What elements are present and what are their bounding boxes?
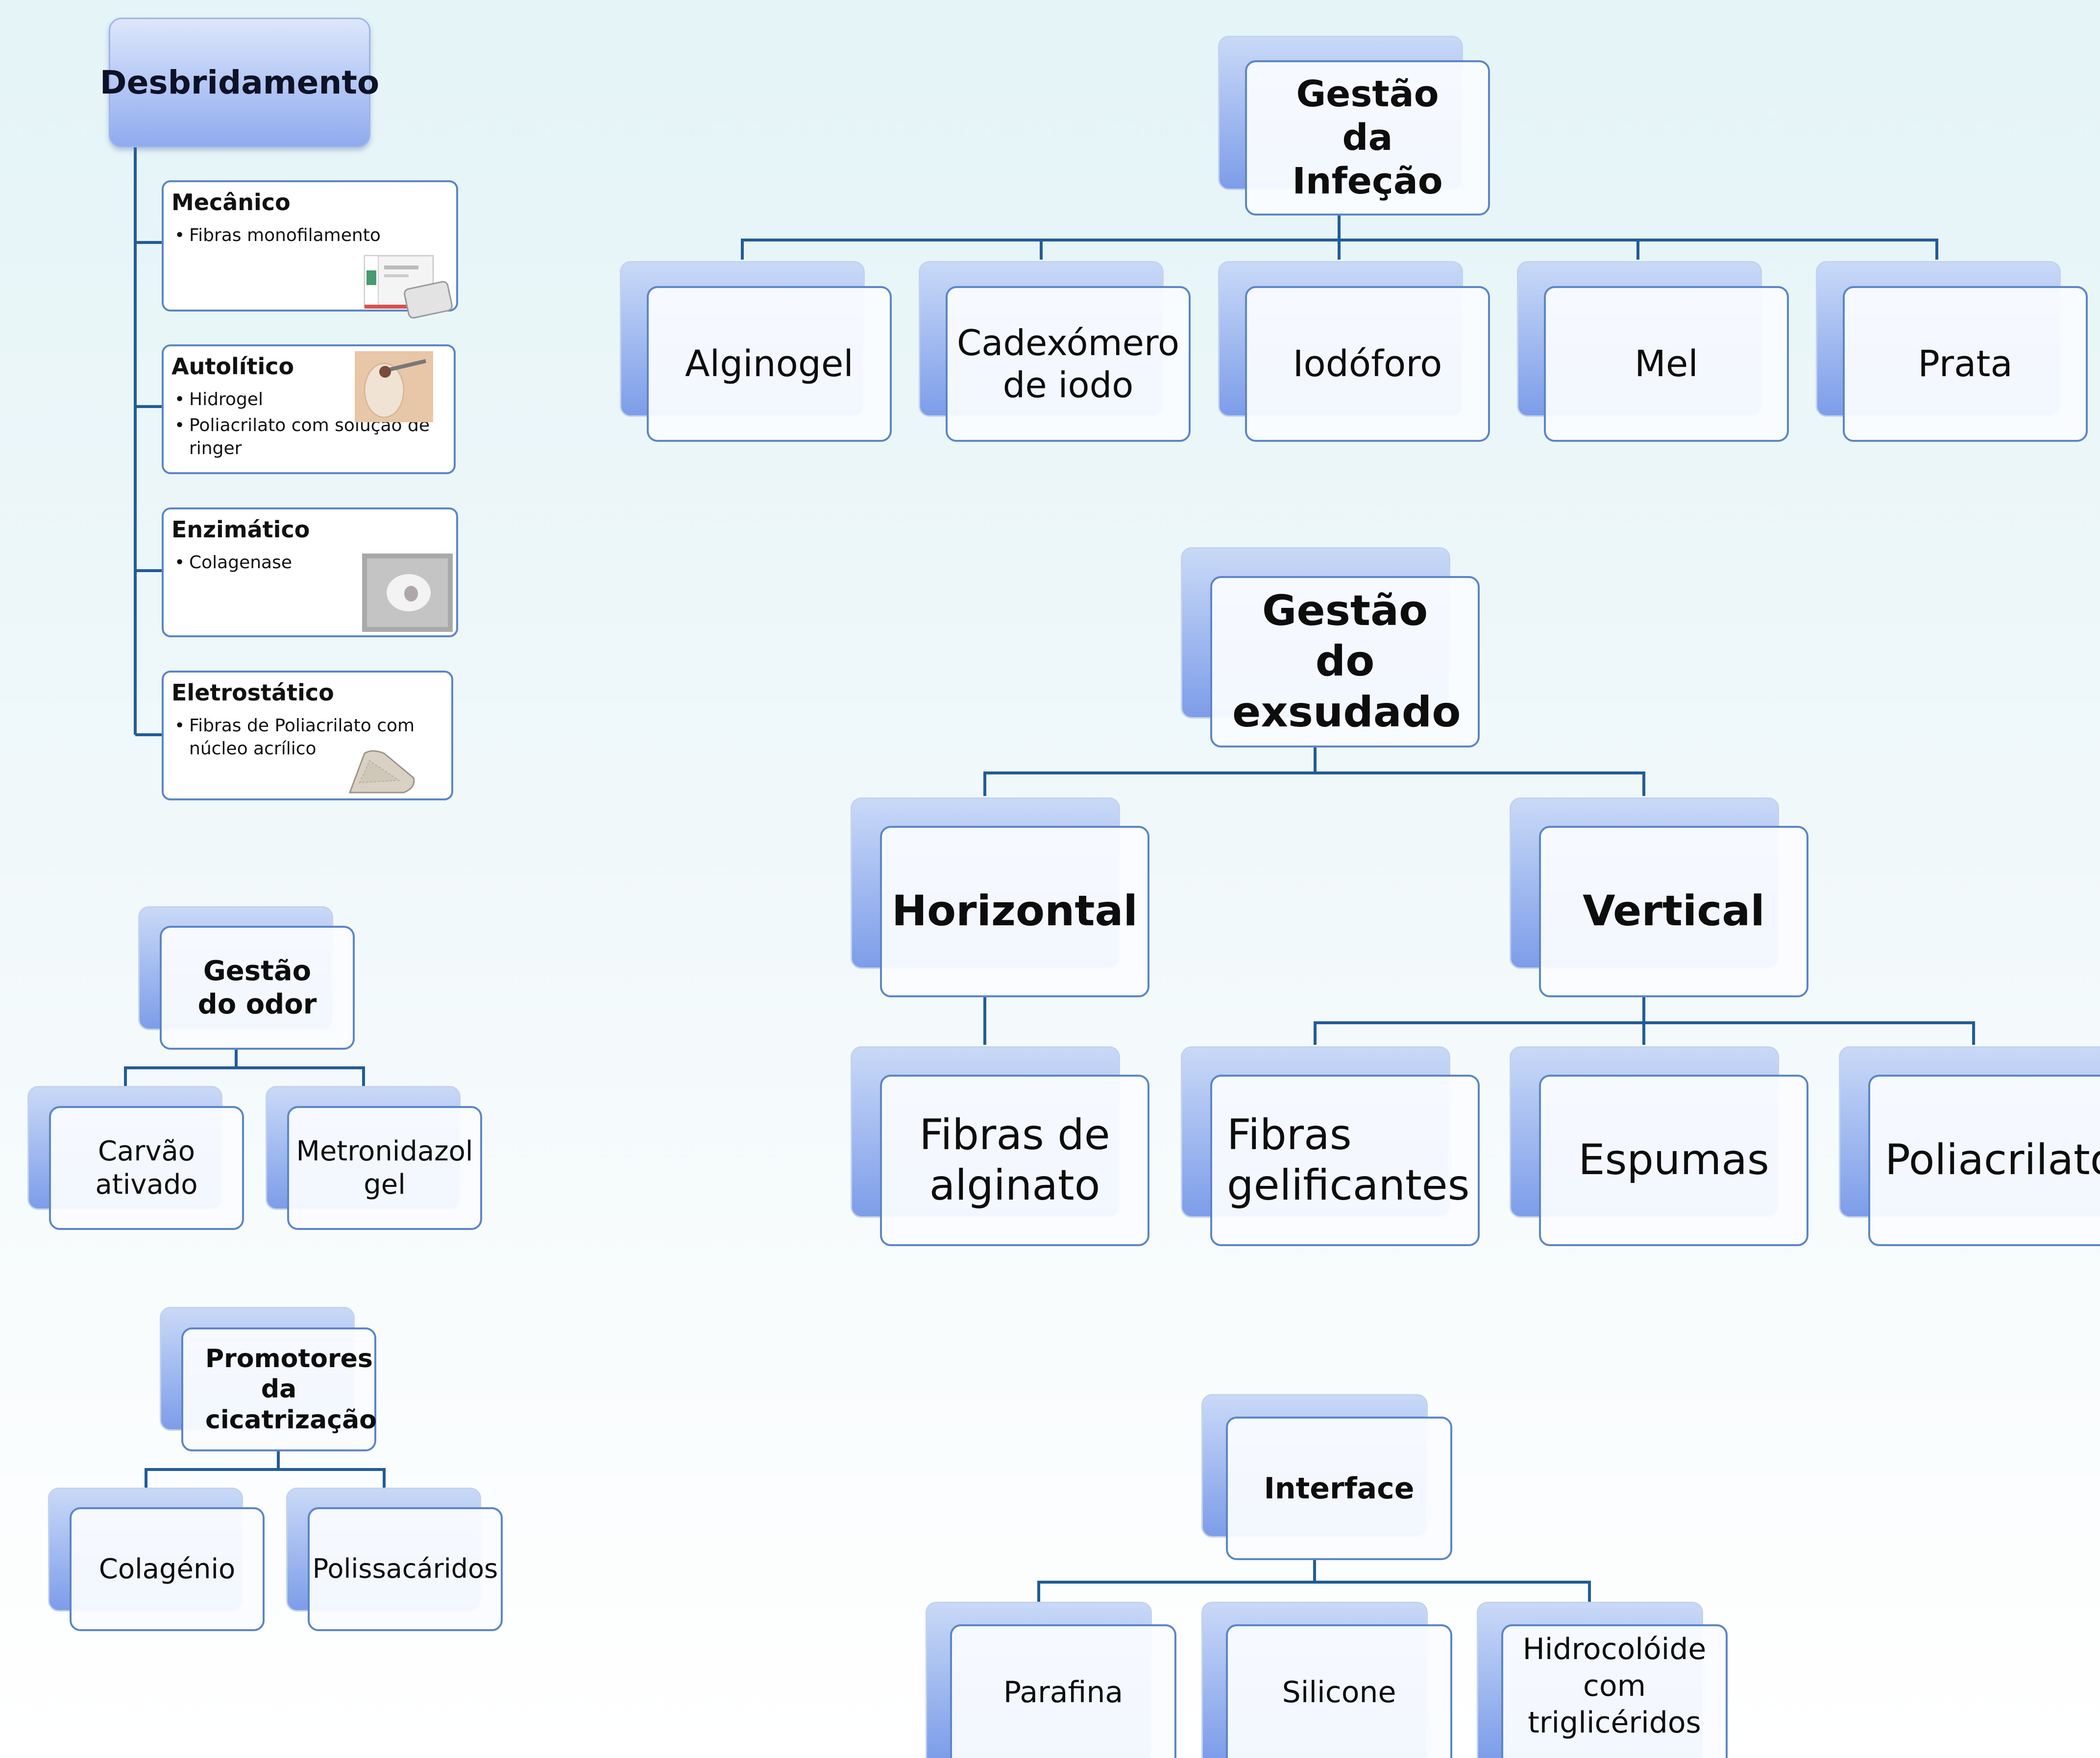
- promotores-node-polissacaridos: Polissacáridos: [308, 1507, 503, 1631]
- exsudado-node-poliacrilato: Poliacrilato: [1868, 1075, 2100, 1246]
- connector: [124, 1050, 365, 1087]
- node-label: Horizontal: [892, 887, 1138, 936]
- node-label: Hidrocolóide com triglicéridos: [1522, 1632, 1707, 1740]
- promotores-header: Promotores da cicatrização: [181, 1327, 377, 1451]
- interface-node-silicone: Silicone: [1226, 1624, 1452, 1758]
- infecao-title: Gestão da Infeção: [1292, 73, 1443, 202]
- exsudado-title: Gestão do exsudado: [1232, 586, 1461, 737]
- node-label: Espumas: [1578, 1135, 1769, 1185]
- desbridamento-title: Desbridamento: [99, 64, 380, 101]
- exsudado-node-espumas: Espumas: [1539, 1075, 1808, 1246]
- desbridamento-item-enzimatico: Enzimático Colagenase: [162, 507, 458, 637]
- node-label: Prata: [1918, 342, 2013, 385]
- exsudado-header: Gestão do exsudado: [1210, 576, 1480, 747]
- infecao-header: Gestão da Infeção: [1245, 60, 1490, 216]
- bullet-item: Colagenase: [171, 552, 448, 575]
- node-label: Vertical: [1583, 887, 1765, 936]
- interface-node-parafina: Parafina: [950, 1624, 1176, 1758]
- connector: [741, 216, 1938, 260]
- connector: [145, 1451, 386, 1489]
- infecao-node-alginogel: Alginogel: [647, 286, 892, 442]
- node-label: Mel: [1635, 342, 1698, 385]
- desbridamento-header: Desbridamento: [100, 18, 379, 147]
- odor-node-metronidazol: Metronidazol gel: [287, 1106, 482, 1230]
- desbridamento-item-mecanico: Mecânico Fibras monofilamento: [162, 180, 458, 319]
- promotores-node-colagenio: Colagénio: [70, 1507, 265, 1631]
- infecao-node-iodoforo: Iodóforo: [1245, 286, 1490, 442]
- desbridamento-item-eletrostatico: Eletrostático Fibras de Poliacrilato com…: [162, 671, 453, 800]
- connector: [1037, 1560, 1591, 1602]
- bullet-item: Fibras monofilamento: [171, 224, 448, 247]
- connector: [1314, 996, 1975, 1045]
- node-label: Metronidazol gel: [296, 1135, 473, 1201]
- exsudado-node-fibras-alginato: Fibras de alginato: [880, 1075, 1149, 1246]
- infecao-node-prata: Prata: [1843, 286, 2088, 442]
- odor-title: Gestão do odor: [197, 955, 317, 1020]
- node-label: Colagénio: [98, 1553, 236, 1585]
- node-label: Polissacáridos: [312, 1553, 498, 1585]
- node-label: Parafina: [1003, 1675, 1123, 1710]
- odor-node-carvao: Carvão ativado: [49, 1106, 244, 1230]
- node-label: Cadexómero de iodo: [956, 322, 1180, 406]
- interface-header: Interface: [1226, 1417, 1452, 1560]
- dressing-box-photo: [364, 255, 453, 319]
- node-label: Carvão ativado: [95, 1135, 198, 1201]
- exsudado-node-horizontal: Horizontal: [880, 826, 1149, 997]
- infecao-node-mel: Mel: [1544, 286, 1789, 442]
- interface-node-hidrocoloide: Hidrocolóide com triglicéridos: [1501, 1624, 1728, 1758]
- exsudado-node-fibras-gelificantes: Fibras gelificantes: [1210, 1075, 1480, 1246]
- node-label: Poliacrilato: [1885, 1135, 2100, 1185]
- bullet-item: Hidrogel: [171, 388, 446, 411]
- connector: [983, 747, 1645, 796]
- wound-photo: [362, 554, 453, 632]
- desbridamento-item-autolitico: Autolítico Hidrogel Poliacrilato com sol…: [162, 344, 456, 474]
- item-title: Autolítico: [171, 353, 294, 380]
- odor-header: Gestão do odor: [160, 926, 355, 1050]
- promotores-title: Promotores da cicatrização: [205, 1344, 377, 1435]
- infecao-node-cadexomero: Cadexómero de iodo: [946, 286, 1191, 442]
- node-label: Fibras de alginato: [919, 1110, 1110, 1210]
- bullet-item: Fibras de Poliacrilato com núcleo acríli…: [171, 715, 419, 761]
- gel-application-photo: [355, 351, 433, 422]
- node-label: Iodóforo: [1293, 342, 1442, 385]
- node-label: Silicone: [1282, 1675, 1396, 1710]
- node-label: Alginogel: [685, 342, 854, 385]
- item-title: Enzimático: [171, 516, 310, 543]
- pad-photo: [348, 750, 415, 794]
- item-title: Mecânico: [171, 189, 291, 216]
- interface-title: Interface: [1264, 1471, 1415, 1506]
- exsudado-node-vertical: Vertical: [1539, 826, 1808, 997]
- node-label: Fibras gelificantes: [1227, 1110, 1470, 1210]
- item-title: Eletrostático: [171, 679, 334, 706]
